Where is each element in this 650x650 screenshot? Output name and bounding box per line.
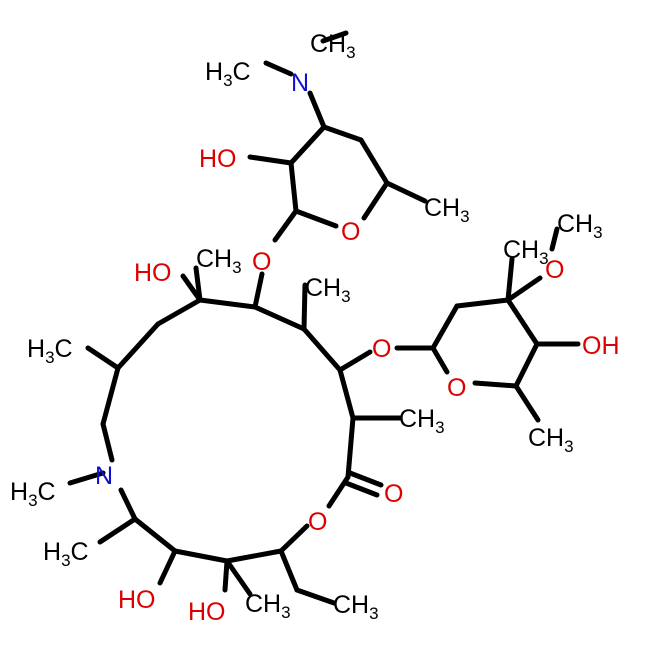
label-desosamine-ho: HO <box>199 145 237 173</box>
bond <box>224 548 284 564</box>
bond <box>321 124 364 143</box>
bond <box>347 470 384 488</box>
bond <box>288 160 299 214</box>
bond <box>252 271 265 310</box>
bond <box>252 304 307 332</box>
label-nme2-ch3-top: CH3 <box>310 30 356 62</box>
bond <box>343 480 380 498</box>
bond <box>288 124 327 166</box>
label-cladinose-c-ch3: CH3 <box>503 236 549 268</box>
label-c14-ho: HO <box>188 598 226 626</box>
bond <box>278 523 310 554</box>
bond <box>100 365 121 427</box>
bond <box>361 180 390 221</box>
bond <box>337 349 373 373</box>
label-n-h3c: H3C <box>10 478 56 510</box>
label-c8-ch3: CH3 <box>305 274 351 306</box>
label-desosamine-ring-o: O <box>341 218 360 246</box>
bond <box>155 297 203 327</box>
bond <box>454 297 511 309</box>
bond <box>301 326 343 373</box>
label-cladinose-ring-o: O <box>447 374 466 402</box>
bond <box>180 273 203 303</box>
bond <box>224 558 253 597</box>
bond <box>115 321 161 371</box>
bond <box>513 383 541 423</box>
label-methoxy-o: O <box>545 256 564 284</box>
bond <box>97 516 138 545</box>
label-c6-ho: HO <box>134 259 172 287</box>
bond <box>358 137 390 186</box>
label-glycoside-o-right: O <box>372 335 391 363</box>
label-c13-ho: HO <box>118 586 156 614</box>
bond <box>549 226 560 252</box>
bond <box>294 587 337 606</box>
label-cladinose-oh: OH <box>582 332 620 360</box>
bond <box>505 275 543 303</box>
bond <box>157 548 178 586</box>
bond <box>172 548 230 564</box>
bond <box>301 282 308 332</box>
bond <box>193 265 203 303</box>
bond <box>197 297 258 310</box>
label-nme2-h3c-left: H3C <box>205 58 251 90</box>
bond <box>100 421 115 463</box>
label-ring-n: N <box>95 462 113 490</box>
label-methoxy-ch3: CH3 <box>557 210 603 242</box>
label-c6-ch3: CH3 <box>196 245 242 277</box>
label-nme2-n: N <box>291 69 309 97</box>
label-cladinose-ch3: CH3 <box>528 424 574 456</box>
bond <box>67 470 106 486</box>
label-c12-h3c: H3C <box>43 538 89 570</box>
label-c10-h3c: H3C <box>27 335 73 367</box>
label-desosamine-ch3: CH3 <box>424 194 470 226</box>
bond <box>263 60 294 77</box>
bond <box>472 380 519 389</box>
bond <box>278 548 300 593</box>
bond <box>222 558 230 593</box>
bond <box>337 367 356 421</box>
bond <box>505 297 540 347</box>
label-c2-ch3: CH3 <box>399 405 445 437</box>
bond <box>505 256 515 303</box>
bond <box>293 208 339 229</box>
bond <box>118 487 138 522</box>
bond <box>132 516 178 554</box>
label-carbonyl-o: O <box>384 480 403 508</box>
bond <box>430 303 460 351</box>
bond <box>384 180 428 204</box>
label-ethyl-ch3: CH3 <box>333 591 379 623</box>
label-glycoside-o-top: O <box>252 248 271 276</box>
bond <box>345 415 356 480</box>
bond <box>513 341 540 389</box>
bond <box>430 345 450 375</box>
label-c14-ch3: CH3 <box>245 590 291 622</box>
bond <box>272 208 299 243</box>
atom-label-layer: CH3 H3C N HO CH3 O O HO CH3 CH3 H3C O CH… <box>10 30 620 626</box>
bond <box>307 90 327 130</box>
bond <box>320 30 349 44</box>
bond <box>85 345 121 371</box>
label-lactone-o: O <box>308 508 327 536</box>
bond <box>247 154 294 166</box>
bond-layer <box>67 30 581 606</box>
